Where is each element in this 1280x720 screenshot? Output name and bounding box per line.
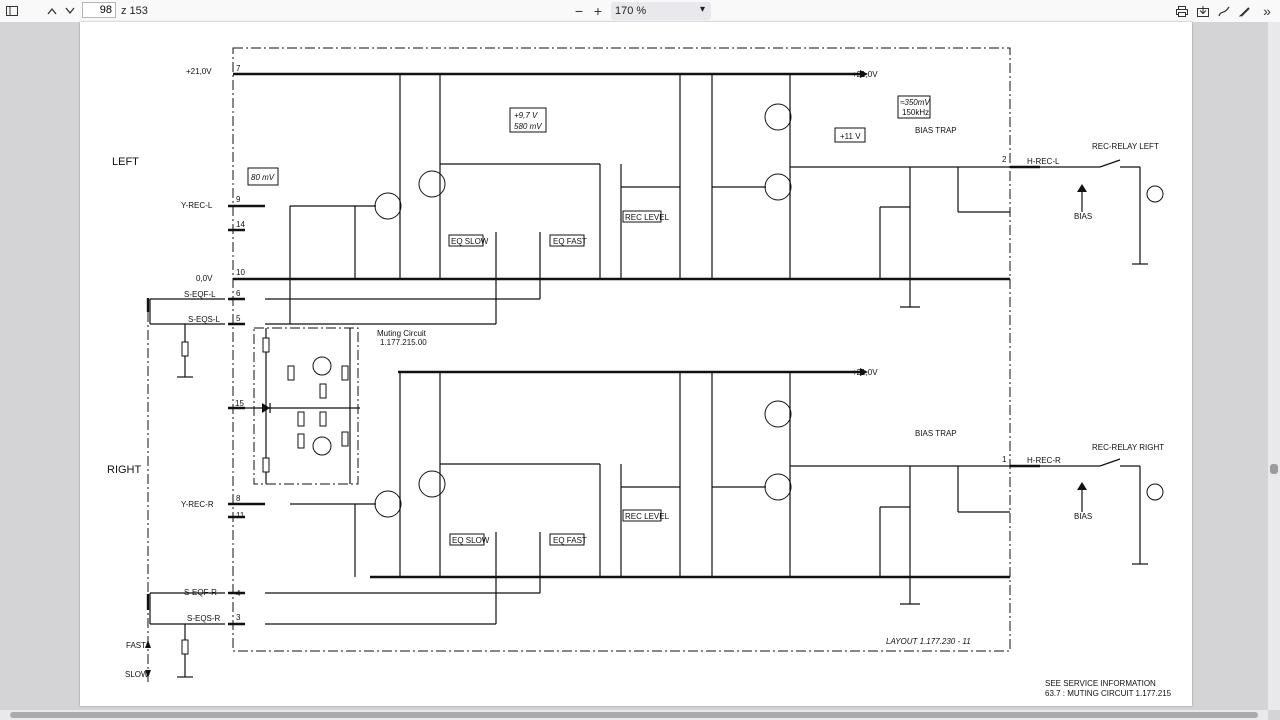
eq-fast-box-right: EQ FAST bbox=[553, 536, 587, 545]
circuit-schematic: +21,0V +21,0V +21,0V 0,0V LEFT RIGHT Y-R… bbox=[107, 47, 1172, 698]
relay-left-label: REC-RELAY LEFT bbox=[1092, 142, 1159, 151]
measurement-97v: +9,7 V bbox=[514, 111, 538, 120]
measurement-350mv: ≈350mV bbox=[900, 98, 930, 107]
page-number-input[interactable] bbox=[82, 2, 116, 18]
relay-right-label: REC-RELAY RIGHT bbox=[1092, 443, 1164, 452]
channel-right-label: RIGHT bbox=[107, 464, 142, 476]
vertical-scroll-thumb[interactable] bbox=[1270, 464, 1278, 474]
pin-label: 8 bbox=[236, 494, 241, 503]
zoom-select[interactable]: 170 % ▾ bbox=[611, 2, 711, 20]
rail-label-right-lower: +21,0V bbox=[852, 368, 878, 377]
service-info-line-2: 63.7 : MUTING CIRCUIT 1.177.215 bbox=[1045, 689, 1172, 698]
more-tools-icon[interactable]: » bbox=[1263, 3, 1271, 19]
pin-label: 11 bbox=[236, 511, 245, 520]
pin-label: 1 bbox=[1002, 455, 1007, 464]
eq-slow-box-left: EQ SLOW bbox=[451, 237, 489, 246]
pdf-page: +21,0V +21,0V +21,0V 0,0V LEFT RIGHT Y-R… bbox=[80, 22, 1192, 706]
bias-trap-left: BIAS TRAP bbox=[915, 126, 957, 135]
input-s-eqs-r: S-EQS-R bbox=[187, 614, 221, 623]
eq-fast-box-left: EQ FAST bbox=[553, 237, 587, 246]
input-s-eqf-r: S-EQF-R bbox=[184, 588, 217, 597]
measurement-80mv: 80 mV bbox=[251, 173, 275, 182]
rail-label-right: +21,0V bbox=[852, 70, 878, 79]
layout-label: LAYOUT 1.177.230 - 11 bbox=[886, 637, 971, 646]
pin-label: 2 bbox=[1002, 155, 1007, 164]
bias-label-left: BIAS bbox=[1074, 212, 1092, 221]
next-page-icon[interactable] bbox=[62, 2, 78, 20]
save-icon[interactable] bbox=[1196, 2, 1210, 20]
muting-circuit-number: 1.177.215.00 bbox=[380, 338, 427, 347]
bias-label-right: BIAS bbox=[1074, 512, 1092, 521]
sidebar-toggle-icon[interactable] bbox=[4, 2, 20, 20]
slow-label: SLOW bbox=[125, 670, 149, 679]
pin-label: 5 bbox=[236, 314, 241, 323]
eq-slow-box-right: EQ SLOW bbox=[452, 536, 490, 545]
print-icon[interactable] bbox=[1175, 2, 1189, 20]
rec-level-box-right: REC LEVEL bbox=[625, 512, 670, 521]
input-s-eqf-l: S-EQF-L bbox=[184, 290, 216, 299]
bias-trap-right: BIAS TRAP bbox=[915, 429, 957, 438]
rec-level-box-left: REC LEVEL bbox=[625, 213, 670, 222]
channel-left-label: LEFT bbox=[112, 156, 139, 168]
service-info-line-1: SEE SERVICE INFORMATION bbox=[1045, 679, 1156, 688]
muting-circuit-title: Muting Circuit bbox=[377, 329, 427, 338]
measurement-11v: +11 V bbox=[840, 132, 861, 141]
pin-label: 10 bbox=[236, 268, 245, 277]
rail-label-left: +21,0V bbox=[186, 67, 212, 76]
edit-icon[interactable] bbox=[1238, 2, 1252, 20]
pin-label: 6 bbox=[236, 289, 241, 298]
ground-label: 0,0V bbox=[196, 274, 213, 283]
pin-label: 15 bbox=[235, 399, 244, 408]
horizontal-scrollbar[interactable] bbox=[0, 710, 1268, 720]
measurement-150khz: 150kHz bbox=[902, 108, 929, 117]
input-y-rec-l: Y-REC-L bbox=[181, 201, 213, 210]
output-h-rec-l: H-REC-L bbox=[1027, 157, 1060, 166]
zoom-value: 170 % bbox=[615, 5, 647, 17]
pin-label: 7 bbox=[236, 64, 241, 73]
pin-label: 4 bbox=[236, 589, 241, 598]
measurement-580mv: 580 mV bbox=[514, 122, 542, 131]
output-h-rec-r: H-REC-R bbox=[1027, 456, 1061, 465]
page-count-label: z 153 bbox=[121, 5, 148, 17]
zoom-out-button[interactable]: − bbox=[574, 3, 584, 19]
pdf-toolbar: z 153 − + 170 % ▾ » bbox=[0, 0, 1280, 23]
horizontal-scroll-thumb[interactable] bbox=[10, 712, 1258, 718]
draw-icon[interactable] bbox=[1217, 2, 1231, 20]
pin-label: 9 bbox=[236, 195, 241, 204]
fast-label: FAST bbox=[126, 641, 146, 650]
document-viewer[interactable]: +21,0V +21,0V +21,0V 0,0V LEFT RIGHT Y-R… bbox=[0, 22, 1280, 710]
pin-label: 14 bbox=[236, 220, 245, 229]
chevron-down-icon: ▾ bbox=[699, 4, 705, 15]
input-s-eqs-l: S-EQS-L bbox=[188, 315, 221, 324]
pin-label: 3 bbox=[236, 613, 241, 622]
input-y-rec-r: Y-REC-R bbox=[181, 500, 214, 509]
previous-page-icon[interactable] bbox=[44, 2, 60, 20]
vertical-scrollbar[interactable] bbox=[1268, 22, 1280, 710]
zoom-in-button[interactable]: + bbox=[593, 3, 603, 19]
